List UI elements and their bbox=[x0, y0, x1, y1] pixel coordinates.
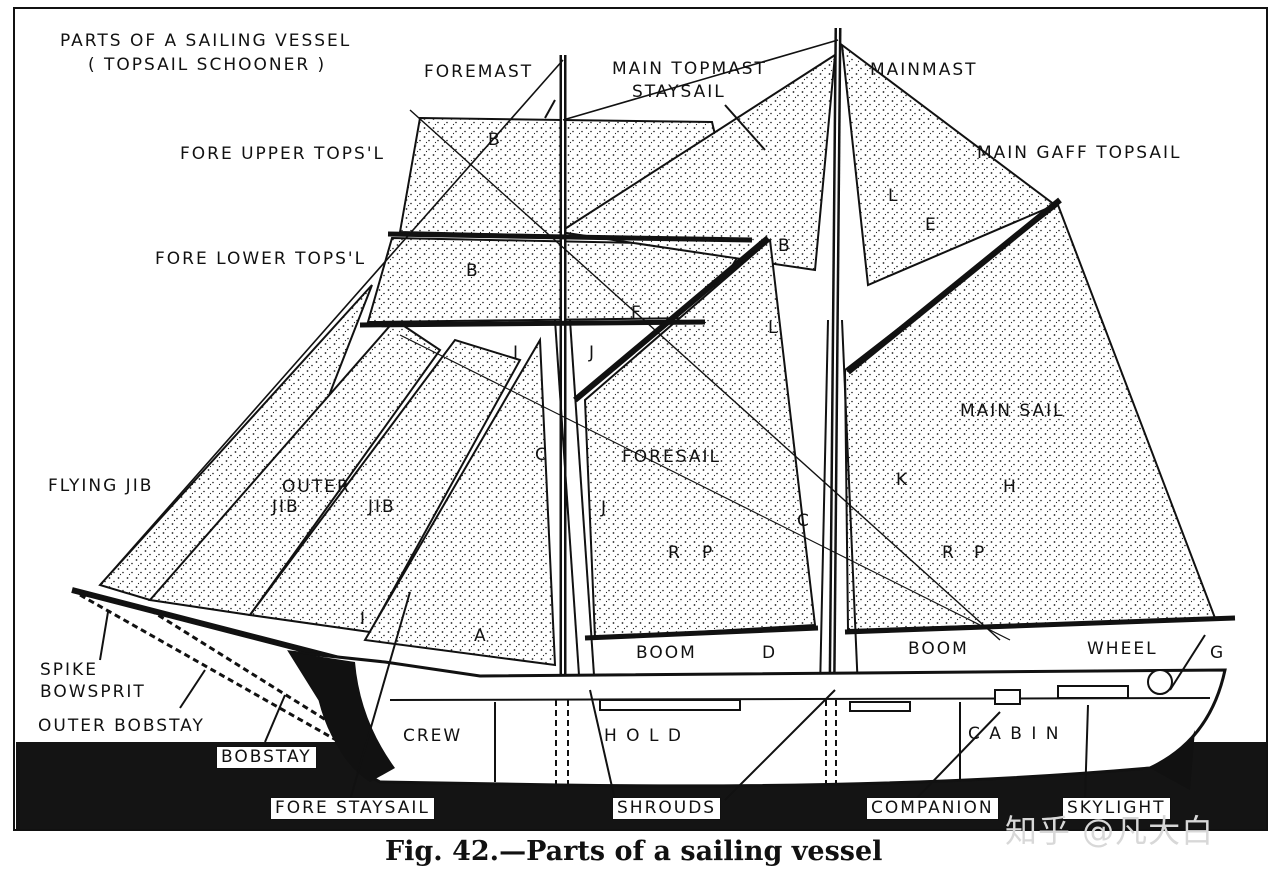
label-boom-fore: BOOM bbox=[636, 643, 697, 663]
label-fore-lower-topsl: FORE LOWER TOPS'L bbox=[155, 249, 367, 269]
marker-j2: J bbox=[601, 498, 607, 518]
marker-b1: B bbox=[488, 130, 500, 150]
marker-a: A bbox=[474, 626, 486, 646]
label-wheel: WHEEL bbox=[1087, 639, 1158, 659]
label-mainmast: MAINMAST bbox=[870, 60, 978, 80]
label-companion: COMPANION bbox=[866, 797, 999, 820]
frame-border bbox=[13, 7, 1268, 831]
main-gaff bbox=[846, 197, 1062, 375]
fore-boom bbox=[584, 625, 819, 641]
marker-k: K bbox=[896, 470, 908, 490]
marker-p1: P bbox=[702, 543, 713, 563]
lower-yard bbox=[359, 319, 706, 328]
label-main-topmast-1: MAIN TOPMAST bbox=[612, 59, 767, 79]
marker-b2: B bbox=[466, 261, 478, 281]
label-foresail: FORESAIL bbox=[622, 447, 721, 467]
marker-i2: I bbox=[360, 609, 366, 629]
label-hold: H O L D bbox=[604, 726, 683, 746]
label-bowsprit: BOWSPRIT bbox=[40, 682, 146, 702]
marker-l2: L bbox=[768, 318, 778, 338]
upper-yard bbox=[387, 231, 753, 243]
label-main-gaff-topsail: MAIN GAFF TOPSAIL bbox=[977, 143, 1182, 163]
marker-d: D bbox=[762, 643, 776, 663]
hull bbox=[287, 650, 1227, 788]
label-cabin: C A B I N bbox=[968, 724, 1061, 744]
marker-h: H bbox=[1003, 477, 1016, 497]
marker-c1: C bbox=[535, 445, 547, 465]
marker-f: F bbox=[631, 303, 641, 323]
main-gaff-topsail bbox=[840, 42, 1057, 287]
label-foremast: FOREMAST bbox=[424, 62, 534, 82]
label-outer-jib-1: OUTER bbox=[282, 477, 351, 497]
marker-r2: R bbox=[942, 543, 954, 563]
hull-bow bbox=[290, 652, 395, 782]
label-main-topmast-2: STAYSAIL bbox=[632, 82, 726, 102]
main-topmast-staysail bbox=[557, 53, 837, 272]
outer-jib-sail bbox=[148, 318, 442, 617]
foresail bbox=[583, 238, 817, 640]
label-outer-bobstay: OUTER BOBSTAY bbox=[38, 716, 205, 736]
label-outer-jib-2: JIB bbox=[272, 497, 300, 517]
label-mainsail: MAIN SAIL bbox=[960, 401, 1065, 421]
label-shrouds: SHROUDS bbox=[612, 797, 722, 820]
diagram-title-line2: ( TOPSAIL SCHOONER ) bbox=[88, 55, 327, 75]
label-fore-staysail: FORE STAYSAIL bbox=[270, 797, 435, 820]
label-spike: SPIKE bbox=[40, 660, 98, 680]
label-crew: CREW bbox=[403, 726, 463, 746]
jib-sail bbox=[248, 338, 522, 634]
fore-gaff bbox=[573, 235, 770, 403]
marker-p2: P bbox=[974, 543, 985, 563]
marker-b3: B bbox=[778, 236, 790, 256]
label-boom-main: BOOM bbox=[908, 639, 969, 659]
watermark: 知乎 @凡大白 bbox=[1005, 812, 1215, 850]
figure-caption: Fig. 42.—Parts of a sailing vessel bbox=[385, 836, 883, 867]
label-jib: JIB bbox=[368, 497, 396, 517]
label-fore-upper-topsl: FORE UPPER TOPS'L bbox=[180, 144, 385, 164]
hull-stern bbox=[1150, 730, 1195, 790]
wheel-drawing bbox=[1147, 669, 1173, 695]
marker-i1: I bbox=[513, 343, 519, 363]
main-boom bbox=[844, 615, 1236, 635]
marker-c2: C bbox=[797, 511, 809, 531]
marker-g: G bbox=[1210, 643, 1224, 663]
label-flying-jib: FLYING JIB bbox=[48, 476, 154, 496]
diagram-title-line1: PARTS OF A SAILING VESSEL bbox=[60, 31, 352, 51]
outer-bobstay-line bbox=[79, 593, 346, 747]
marker-j1: J bbox=[589, 343, 595, 363]
marker-e: E bbox=[925, 215, 936, 235]
fore-staysail-sail bbox=[363, 336, 557, 667]
marker-l1: L bbox=[888, 186, 898, 206]
label-bobstay: BOBSTAY bbox=[216, 746, 317, 769]
marker-r1: R bbox=[668, 543, 680, 563]
label-skylight: SKYLIGHT bbox=[1062, 797, 1171, 820]
